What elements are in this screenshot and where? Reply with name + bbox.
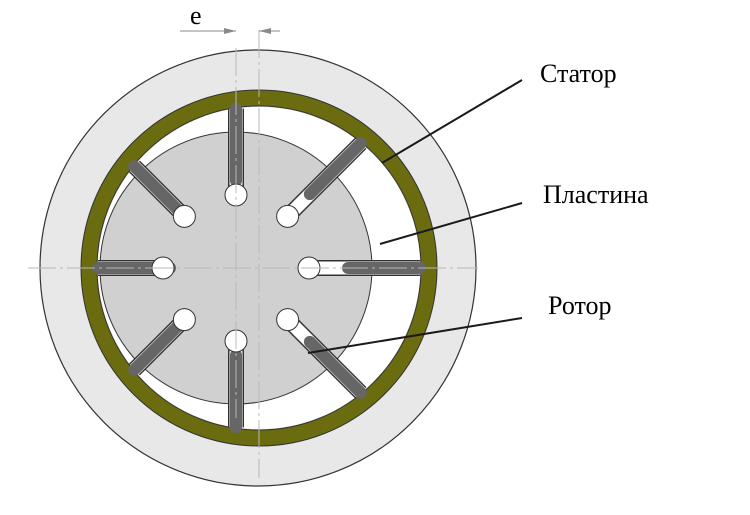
stator-label: Статор [540,59,617,88]
vane-slot-hole [276,204,300,228]
stator-leader [381,79,523,164]
rotor-label: Ротор [548,291,612,320]
vane-leader [379,202,523,245]
eccentricity-arrowhead-left [224,28,236,34]
vane-slot-hole [276,308,300,332]
eccentricity-label: e [190,1,202,30]
vane [303,137,367,201]
vane-slot-hole [172,308,196,332]
vane-label: Пластина [543,180,649,209]
rotor-leader [307,317,523,354]
vane-slot-hole [172,204,196,228]
eccentricity-arrowhead-right [259,28,271,34]
